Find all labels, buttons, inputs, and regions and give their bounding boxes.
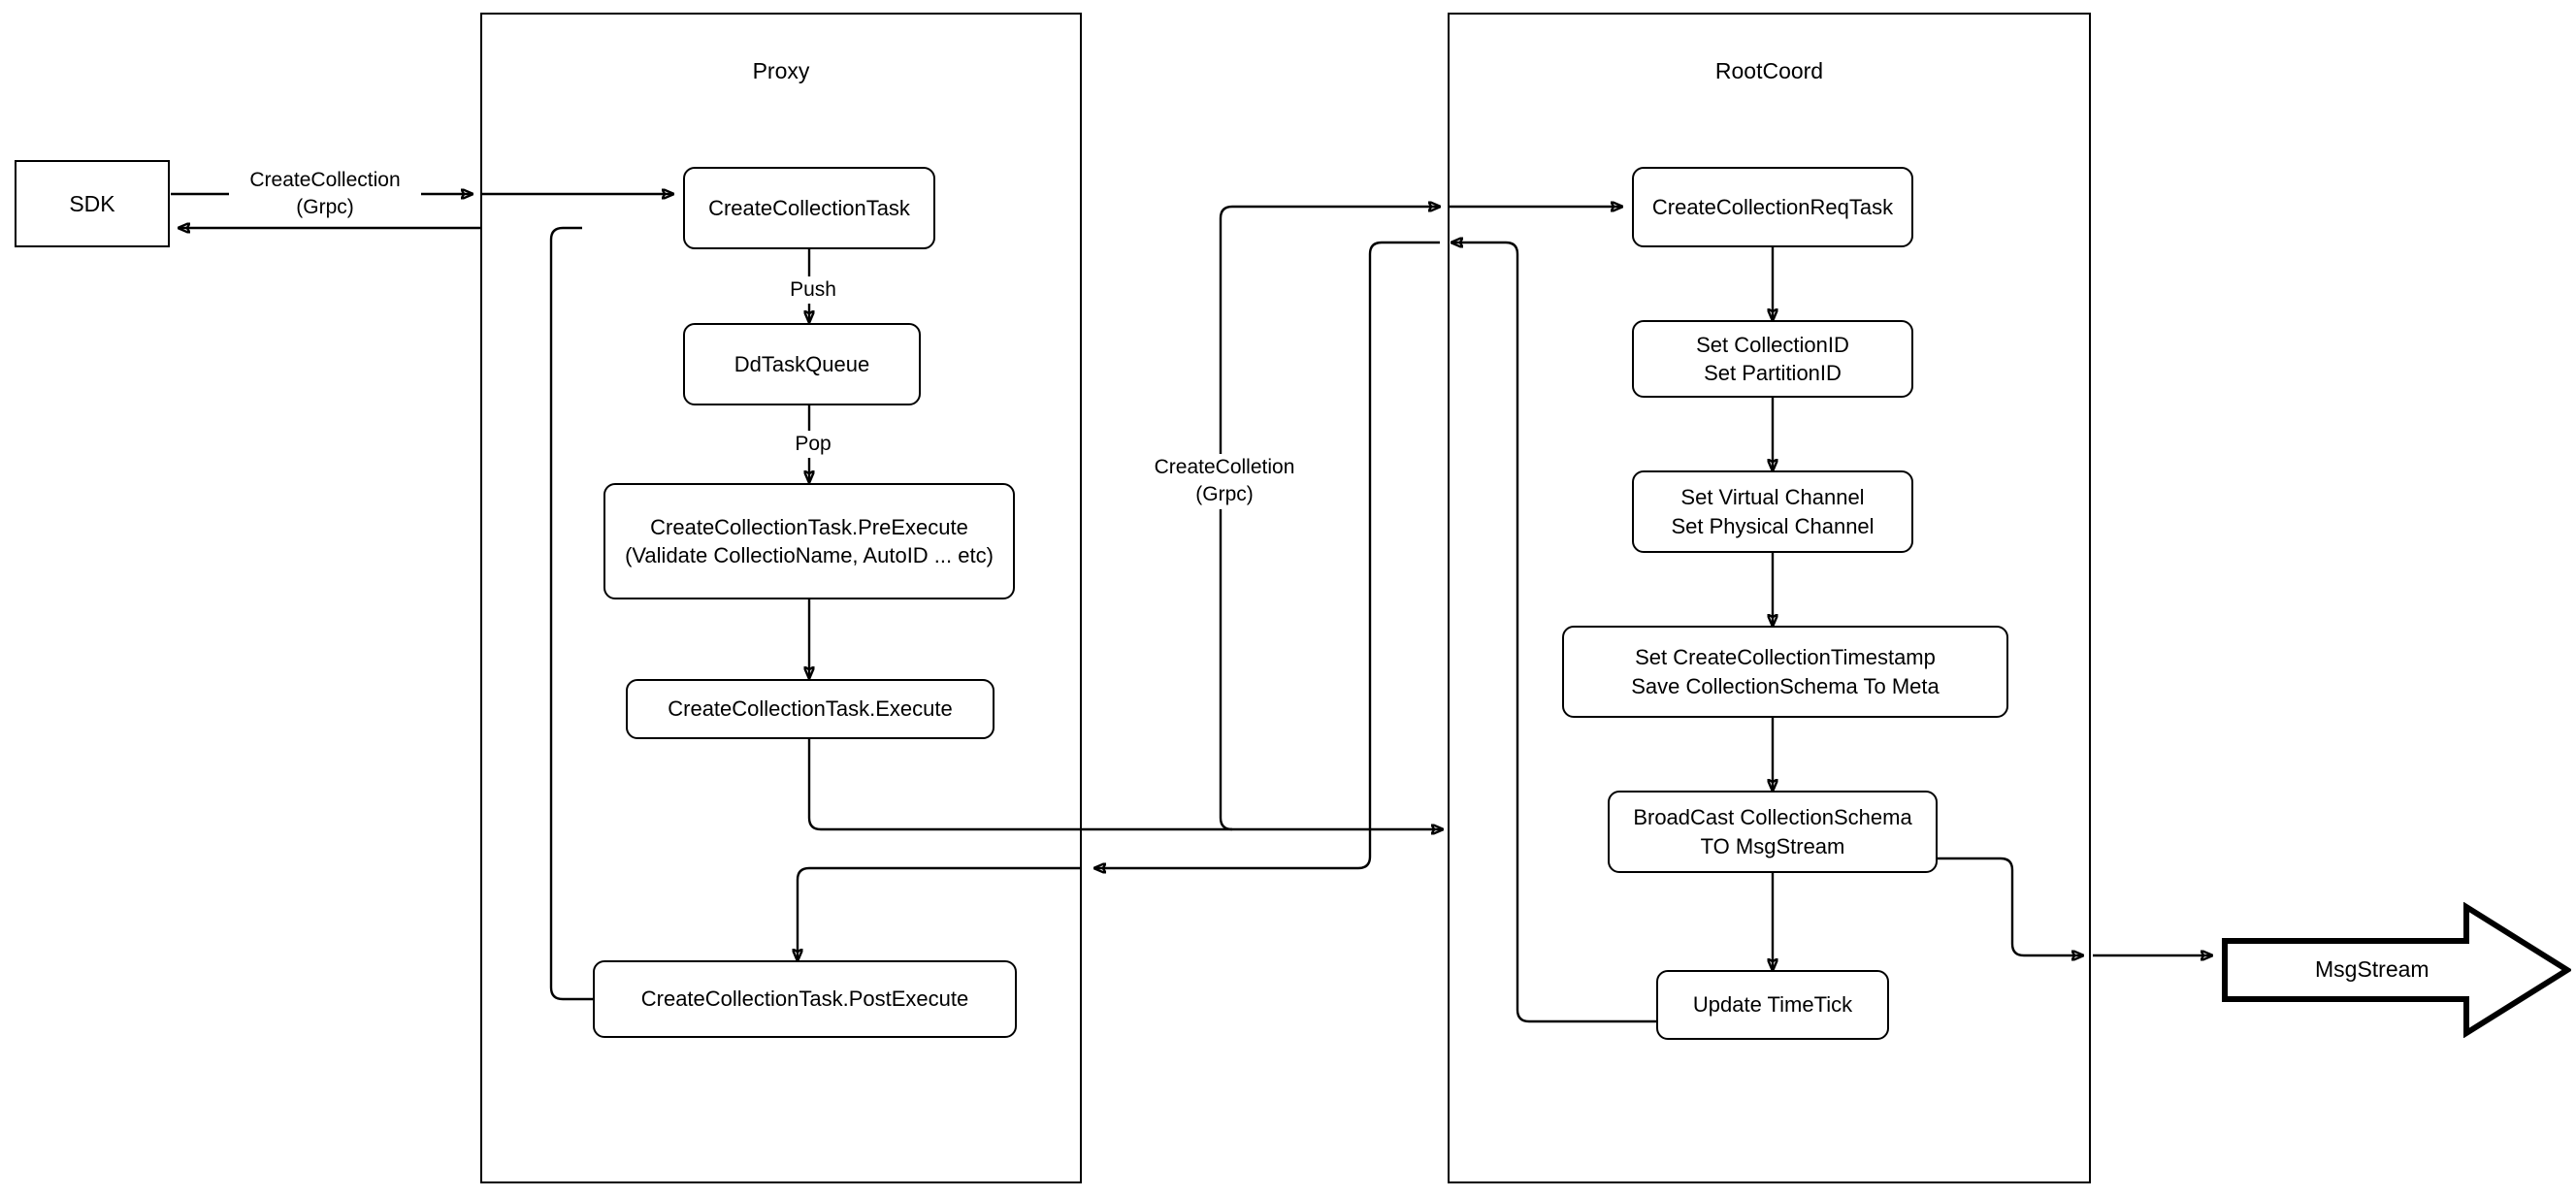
node-dd-task-queue-label: DdTaskQueue xyxy=(734,351,870,376)
node-create-collection-task[interactable]: CreateCollectionTask xyxy=(683,167,935,249)
node-set-ids-label: Set CollectionID Set PartitionID xyxy=(1696,332,1849,385)
edge-proxy-to-rootcoord-grpc xyxy=(1219,207,1440,831)
node-execute-label: CreateCollectionTask.Execute xyxy=(668,696,953,722)
edge-timetick-up-to-rootcoord-edge xyxy=(1451,243,1656,1023)
node-set-timestamp-label: Set CreateCollectionTimestamp Save Colle… xyxy=(1631,645,1940,698)
node-pre-execute-label: CreateCollectionTask.PreExecute (Validat… xyxy=(625,514,994,567)
node-set-channels[interactable]: Set Virtual Channel Set Physical Channel xyxy=(1632,470,1913,553)
node-broadcast-label: BroadCast CollectionSchema TO MsgStream xyxy=(1633,805,1912,858)
node-msgstream-label: MsgStream xyxy=(2315,956,2429,982)
edge-label-push: Push xyxy=(770,276,856,305)
node-update-timetick-label: Update TimeTick xyxy=(1692,992,1853,1018)
swimlane-rootcoord-title: RootCoord xyxy=(1714,58,1824,83)
swimlane-proxy-title: Proxy xyxy=(752,58,810,83)
swimlane-proxy xyxy=(480,13,1082,1183)
node-execute[interactable]: CreateCollectionTask.Execute xyxy=(626,679,995,739)
edge-label-pop: Pop xyxy=(774,431,852,459)
node-post-execute-label: CreateCollectionTask.PostExecute xyxy=(640,987,969,1012)
node-pre-execute[interactable]: CreateCollectionTask.PreExecute (Validat… xyxy=(603,483,1015,599)
node-sdk[interactable]: SDK xyxy=(15,160,170,247)
edge-execute-to-lane-edge xyxy=(807,739,1443,829)
msgstream-arrow-icon xyxy=(2222,901,2573,1039)
edge-label-sdk-grpc: CreateCollection (Grpc) xyxy=(229,167,421,222)
node-create-collection-req-task-label: CreateCollectionReqTask xyxy=(1651,194,1894,219)
edge-broadcast-to-msgstream-seg1 xyxy=(1938,857,2083,955)
node-msgstream[interactable]: MsgStream xyxy=(2222,901,2573,1039)
node-create-collection-req-task[interactable]: CreateCollectionReqTask xyxy=(1632,167,1913,247)
edge-rootcoord-to-proxy-return xyxy=(1094,241,1440,868)
edge-return-to-postexecute xyxy=(798,866,1080,960)
node-set-channels-label: Set Virtual Channel Set Physical Channel xyxy=(1671,485,1875,538)
swimlane-rootcoord xyxy=(1448,13,2091,1183)
node-dd-task-queue[interactable]: DdTaskQueue xyxy=(683,323,921,405)
node-broadcast[interactable]: BroadCast CollectionSchema TO MsgStream xyxy=(1608,791,1938,873)
node-update-timetick[interactable]: Update TimeTick xyxy=(1656,970,1889,1040)
node-create-collection-task-label: CreateCollectionTask xyxy=(708,195,910,220)
node-sdk-label: SDK xyxy=(69,190,115,216)
edge-postexecute-to-sdk-return xyxy=(549,226,594,1001)
node-post-execute[interactable]: CreateCollectionTask.PostExecute xyxy=(593,960,1017,1038)
node-set-timestamp[interactable]: Set CreateCollectionTimestamp Save Colle… xyxy=(1562,626,2008,718)
node-set-ids[interactable]: Set CollectionID Set PartitionID xyxy=(1632,320,1913,398)
edge-label-proxy-rootcoord-grpc: CreateColletion (Grpc) xyxy=(1128,454,1321,509)
